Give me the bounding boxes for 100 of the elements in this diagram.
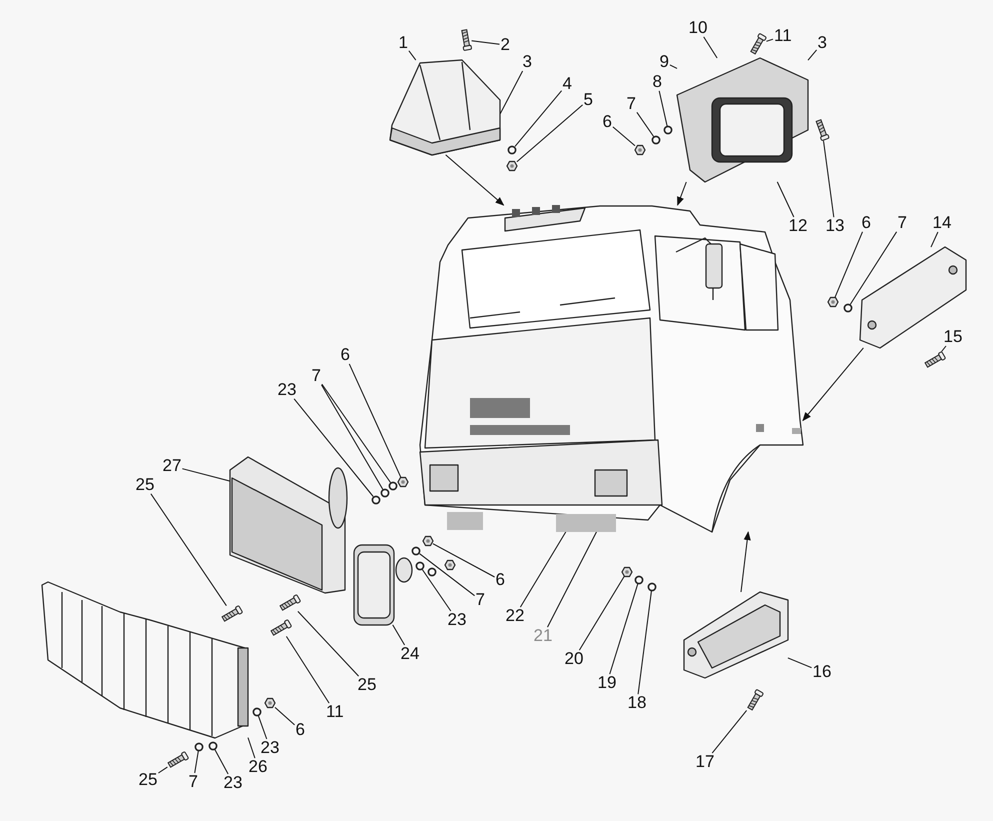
- leader-line: [578, 576, 625, 651]
- leader-line: [834, 231, 863, 298]
- leader-line: [703, 36, 718, 58]
- callout-number: 7: [188, 773, 199, 791]
- callout-number: 17: [694, 753, 716, 771]
- callout-number: 6: [340, 346, 351, 364]
- callout-number: 7: [626, 95, 637, 113]
- leader-line: [392, 624, 406, 646]
- leader-line: [194, 750, 199, 774]
- nut-icon: [422, 536, 434, 546]
- callout-number: 25: [138, 771, 158, 789]
- washer-icon: [648, 582, 656, 592]
- leader-line: [294, 398, 374, 497]
- callout-number: 6: [494, 571, 506, 589]
- leader-line: [612, 126, 636, 146]
- leader-line: [348, 363, 402, 478]
- callout-number: 6: [294, 721, 306, 739]
- callout-number: 27: [162, 457, 182, 475]
- washer-icon: [412, 546, 420, 556]
- callout-number: 22: [504, 607, 526, 625]
- callout-number: 18: [626, 694, 648, 712]
- callout-number: 13: [824, 217, 846, 235]
- nut-icon: [264, 698, 276, 708]
- leader-line: [850, 231, 898, 305]
- leader-line: [408, 50, 416, 61]
- leader-line: [766, 38, 774, 42]
- leader-line: [941, 346, 946, 352]
- screw-icon: [270, 619, 292, 636]
- washer-icon: [664, 126, 672, 134]
- leader-line: [150, 493, 227, 606]
- callout-number: 1: [398, 34, 409, 52]
- leader-line: [547, 531, 597, 628]
- callout-number: 26: [248, 758, 268, 776]
- screw-icon: [167, 751, 190, 768]
- washer-icon: [208, 742, 218, 750]
- callout-number: 21: [532, 627, 554, 645]
- screw-icon: [750, 32, 767, 55]
- arrow: [802, 347, 864, 422]
- washer-icon: [380, 488, 390, 498]
- callout-number: 3: [522, 53, 533, 71]
- leader-line: [609, 583, 638, 675]
- callout-number: 7: [474, 591, 486, 609]
- leader-line: [471, 40, 500, 45]
- callout-number: 7: [310, 367, 322, 385]
- callout-number: 8: [652, 73, 663, 91]
- screw-icon: [747, 688, 764, 711]
- nut-icon: [506, 160, 518, 172]
- callout-number: 4: [562, 75, 573, 93]
- washer-icon: [634, 576, 644, 584]
- leader-line: [432, 543, 496, 578]
- marker-lamp-drawing: [859, 246, 967, 349]
- callout-number: 6: [860, 214, 872, 232]
- leader-line: [422, 569, 452, 612]
- callout-number: 23: [276, 381, 298, 399]
- callout-number: 19: [596, 674, 618, 692]
- leader-line: [823, 140, 834, 218]
- callout-number: 10: [688, 19, 708, 37]
- callout-number: 5: [582, 91, 594, 109]
- leader-line: [286, 636, 330, 704]
- callout-number: 2: [500, 36, 511, 54]
- leader-line: [787, 657, 812, 668]
- leader-line: [321, 384, 384, 490]
- callout-number: 11: [773, 27, 793, 45]
- leader-line: [514, 90, 562, 147]
- screw-icon: [221, 605, 244, 622]
- side-lamp-drawing: [683, 591, 789, 679]
- leader-line: [321, 384, 391, 483]
- callout-number: 3: [816, 34, 828, 52]
- leader-line: [214, 749, 229, 774]
- washer-icon: [252, 708, 262, 716]
- callout-number: 16: [812, 663, 832, 681]
- callout-number: 14: [932, 214, 952, 232]
- clearance-lamp-drawing: [676, 57, 809, 183]
- washer-icon: [372, 496, 380, 504]
- nut-icon: [397, 476, 409, 488]
- washer-icon: [844, 304, 852, 312]
- leader-line: [930, 232, 938, 248]
- callout-number: 15: [942, 328, 964, 346]
- callout-number: 25: [134, 476, 156, 494]
- washer-icon: [388, 482, 398, 490]
- leader-line: [258, 715, 268, 740]
- leader-line: [669, 64, 678, 69]
- leader-line: [808, 49, 818, 61]
- callout-number: 23: [260, 739, 280, 757]
- arrow: [740, 531, 751, 592]
- callout-number: 20: [564, 650, 584, 668]
- leader-line: [658, 90, 668, 127]
- washer-icon: [508, 146, 516, 154]
- callout-number: 6: [602, 113, 613, 131]
- arrow: [445, 154, 504, 206]
- screw-icon: [924, 351, 946, 368]
- leader-line: [636, 112, 654, 137]
- screw-icon: [816, 119, 830, 142]
- leader-line: [712, 710, 748, 754]
- fog-lamp-drawing: [353, 544, 413, 626]
- callout-number: 7: [896, 214, 908, 232]
- nut-icon: [621, 566, 633, 578]
- leader-line: [419, 553, 476, 596]
- leader-line: [516, 104, 584, 162]
- washer-icon: [652, 136, 660, 144]
